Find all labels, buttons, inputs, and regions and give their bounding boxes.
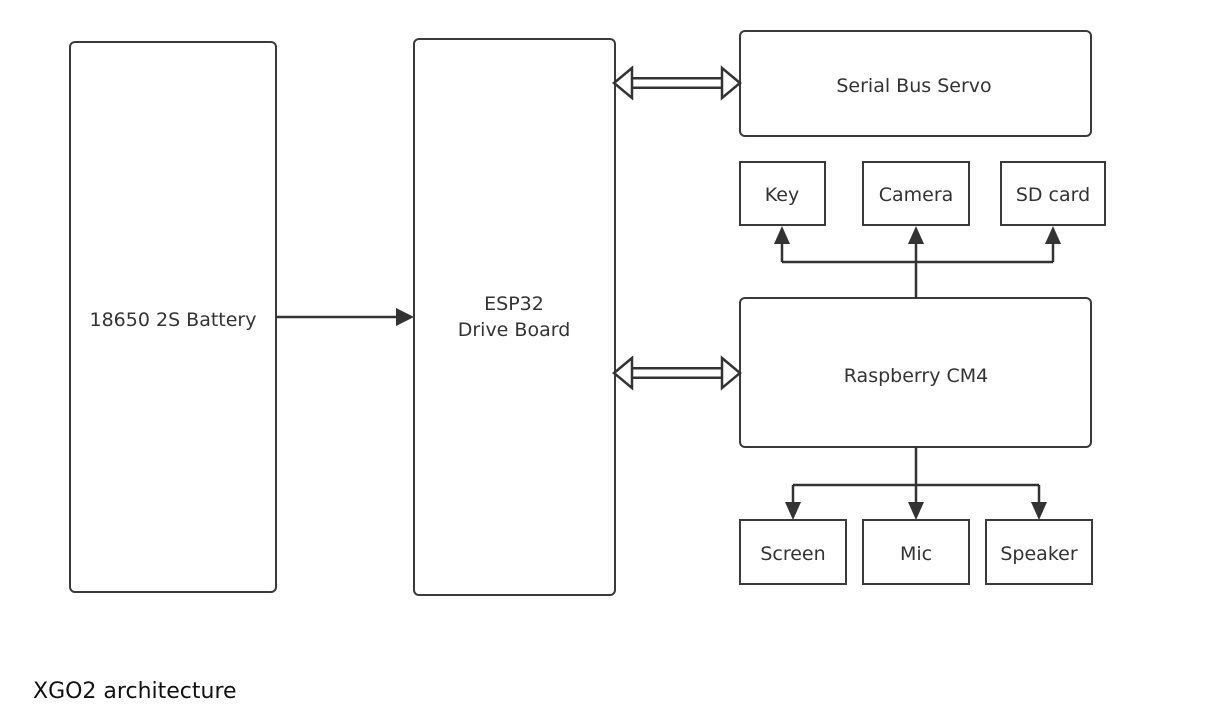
cm4-to-peripherals-bottom-connector bbox=[785, 447, 1047, 520]
key-arrowhead bbox=[774, 226, 790, 244]
esp32-node: ESP32 Drive Board bbox=[413, 38, 616, 596]
speaker-node: Speaker bbox=[985, 519, 1093, 585]
battery-node: 18650 2S Battery bbox=[69, 41, 277, 593]
speaker-label: Speaker bbox=[1000, 543, 1077, 565]
cm4-node: Raspberry CM4 bbox=[739, 297, 1092, 448]
camera-label: Camera bbox=[879, 184, 954, 206]
sdcard-label: SD card bbox=[1016, 184, 1090, 206]
sdcard-node: SD card bbox=[1000, 161, 1106, 226]
screen-label: Screen bbox=[760, 543, 825, 565]
sdcard-arrowhead bbox=[1045, 226, 1061, 244]
esp32-label-line1: ESP32 bbox=[484, 293, 544, 315]
speaker-arrowhead bbox=[1031, 502, 1047, 520]
camera-arrowhead bbox=[908, 226, 924, 244]
esp32-servo-bidirectional-arrow bbox=[612, 65, 742, 101]
battery-to-esp32-arrow bbox=[276, 308, 414, 326]
battery-label: 18650 2S Battery bbox=[90, 309, 257, 331]
esp32-label-line2: Drive Board bbox=[458, 319, 571, 341]
screen-node: Screen bbox=[739, 519, 847, 585]
key-label: Key bbox=[765, 184, 799, 206]
camera-node: Camera bbox=[862, 161, 970, 226]
cm4-label: Raspberry CM4 bbox=[844, 365, 988, 387]
servo-label: Serial Bus Servo bbox=[836, 75, 991, 97]
key-node: Key bbox=[739, 161, 826, 226]
figure-caption: XGO2 architecture bbox=[33, 679, 237, 704]
architecture-diagram: 18650 2S Battery ESP32 Drive Board Seria… bbox=[69, 30, 1106, 596]
cm4-to-peripherals-top-connector bbox=[774, 226, 1061, 298]
servo-node: Serial Bus Servo bbox=[739, 30, 1092, 137]
mic-label: Mic bbox=[900, 543, 932, 565]
screen-arrowhead bbox=[785, 502, 801, 520]
mic-arrowhead bbox=[908, 502, 924, 520]
esp32-cm4-bidirectional-arrow bbox=[612, 355, 742, 391]
mic-node: Mic bbox=[862, 519, 970, 585]
